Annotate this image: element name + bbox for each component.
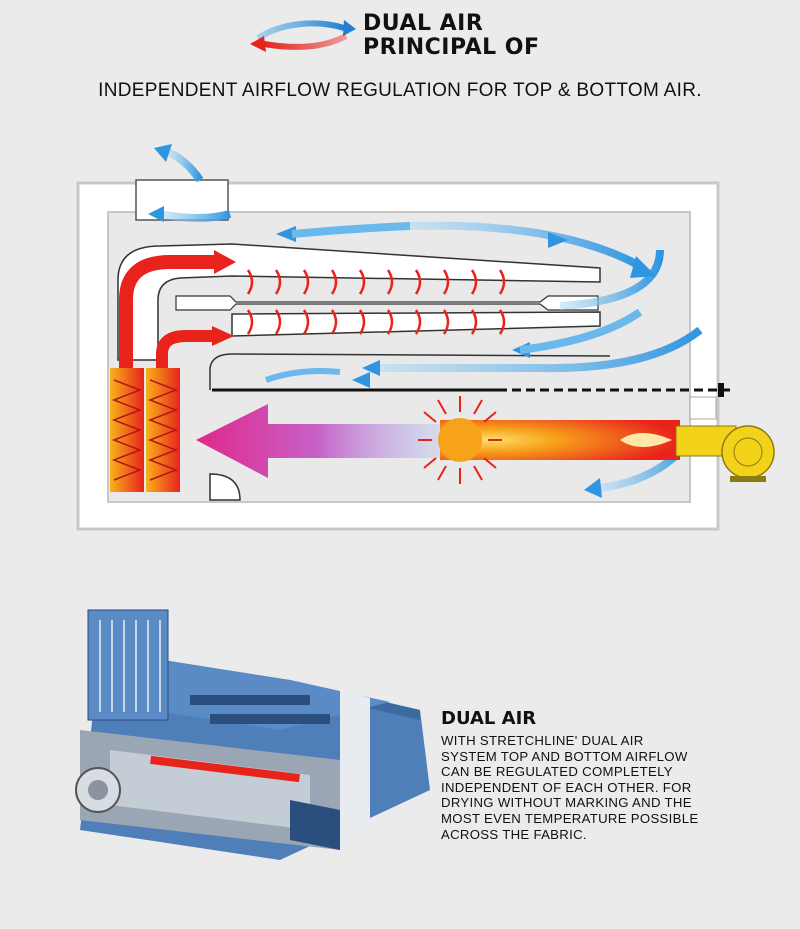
centrifugal-fan-icon: [721, 425, 775, 482]
dual-air-logo-icon: [250, 20, 356, 52]
chain-exit-box: [689, 396, 717, 420]
upper-nozzle-duct: [117, 243, 601, 361]
info-body: WITH STRETCHLINE' DUAL AIR SYSTEM TOP AN…: [441, 733, 699, 842]
heat-exchanger-icon: [110, 368, 180, 492]
return-duct: [209, 353, 611, 390]
heat-flow-arrow: [196, 404, 440, 478]
lower-nozzle-duct: [231, 311, 601, 337]
title-line-2: PRINCIPAL OF: [363, 35, 540, 60]
lower-nozzle-jets: [246, 309, 506, 335]
burner: [418, 396, 680, 484]
heating-element: [150, 755, 300, 783]
fabric-frame: [175, 295, 599, 311]
machine-illustration: [75, 609, 430, 860]
baffle: [209, 473, 241, 501]
page-subtitle: INDEPENDENT AIRFLOW REGULATION FOR TOP &…: [98, 80, 702, 101]
exhaust-stack: [87, 609, 169, 721]
title-line-1: DUAL AIR: [363, 11, 484, 36]
radiant-heat-arrows: [418, 396, 502, 484]
cool-air-arrowheads: [148, 144, 656, 498]
info-heading: DUAL AIR: [441, 708, 537, 729]
upper-nozzle-jets: [246, 269, 506, 295]
airflow-diagram: [76, 144, 775, 531]
